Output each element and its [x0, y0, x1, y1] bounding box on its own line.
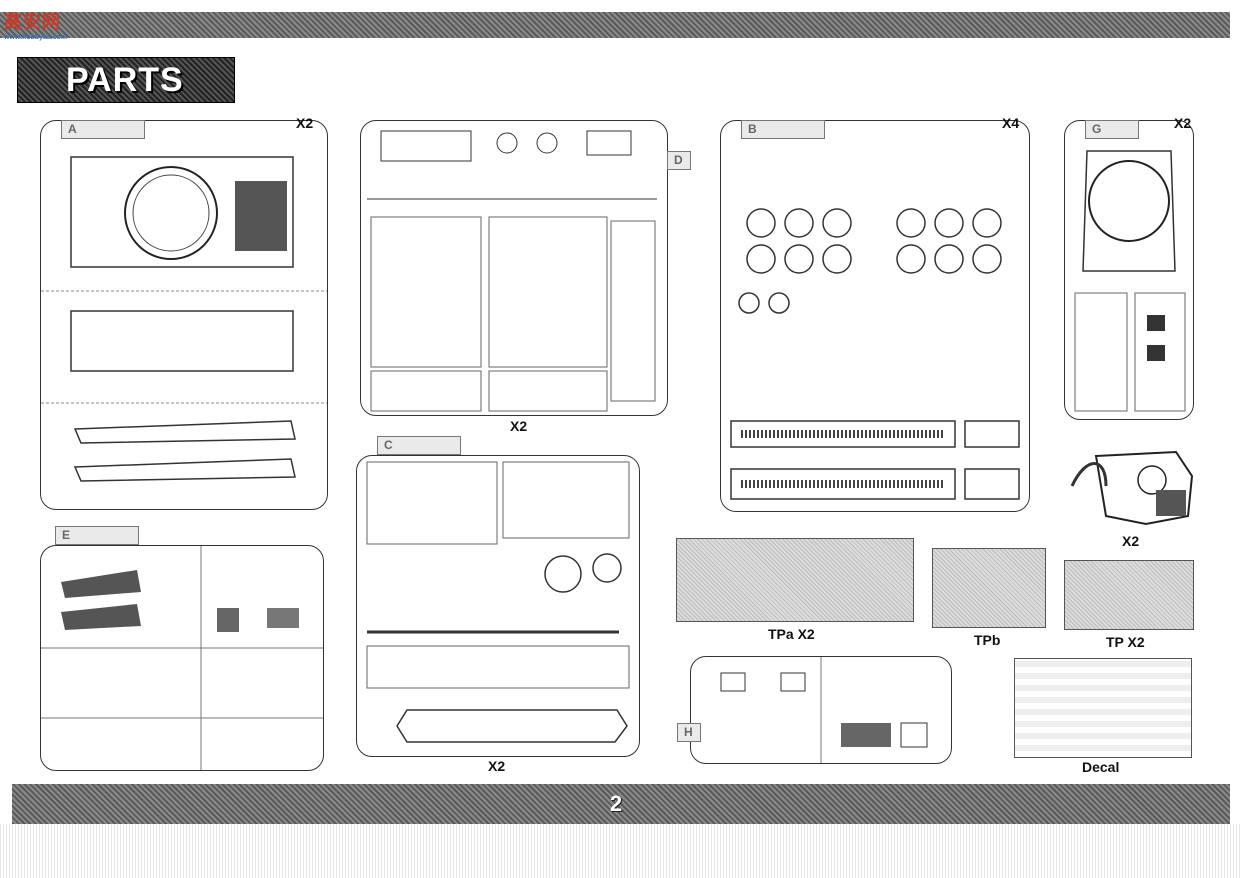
- sprue-b-count: X4: [1002, 115, 1020, 131]
- sprue-d-tag: D: [667, 151, 691, 170]
- etch-tp-label: TP X2: [1106, 634, 1145, 650]
- sprue-g-tag: G: [1085, 120, 1139, 139]
- sprue-d-count: X2: [510, 418, 528, 434]
- sprue-b-parts: [730, 208, 1020, 500]
- etch-tpb: [932, 548, 1046, 628]
- sprue-d: D: [360, 120, 691, 416]
- etch-tpa: [676, 538, 914, 622]
- sprue-a-tag: A: [61, 120, 145, 139]
- sprue-h-parts: [720, 657, 928, 763]
- watermark-logo: 高安网 www.hobbyaa.com: [4, 8, 67, 41]
- page-number: 2: [609, 791, 623, 816]
- sprue-e-parts: [41, 546, 323, 770]
- etch-tpb-label: TPb: [974, 632, 1001, 648]
- sprue-h-tag: H: [677, 723, 701, 742]
- sprue-c-count: X2: [488, 758, 506, 774]
- sprue-c-tag: C: [377, 436, 461, 455]
- turret-part: [1070, 450, 1194, 526]
- sprue-c-parts: [366, 461, 630, 743]
- sprue-a-parts: [41, 156, 327, 482]
- sprue-d-parts: [367, 130, 657, 412]
- sprue-b-tag: B: [741, 120, 825, 139]
- sprue-g-count: X2: [1174, 115, 1192, 131]
- sprue-h: H: [677, 656, 952, 764]
- turret-count: X2: [1122, 533, 1140, 549]
- top-banner: [0, 12, 1230, 38]
- etch-tpa-label: TPa X2: [768, 626, 815, 642]
- decal-label: Decal: [1082, 759, 1120, 775]
- sprue-g-parts: [1074, 150, 1186, 412]
- watermark-url: www.hobbyaa.com: [4, 34, 68, 41]
- sprue-c: C: [356, 436, 640, 757]
- sprue-e: E: [40, 526, 324, 771]
- etch-tp: [1064, 560, 1194, 630]
- page-title: PARTS: [66, 61, 184, 99]
- decal-sheet: [1014, 658, 1192, 758]
- sprue-g: G: [1064, 120, 1194, 420]
- sprue-e-tag: E: [55, 526, 139, 545]
- footer-banner: [12, 784, 1230, 824]
- sprue-a: A: [40, 120, 328, 510]
- sprue-b: B: [720, 120, 1030, 512]
- page-title-box: PARTS: [17, 57, 235, 103]
- footer-texture: [0, 824, 1241, 878]
- watermark-text: 高安网: [4, 12, 61, 32]
- sprue-a-count: X2: [296, 115, 314, 131]
